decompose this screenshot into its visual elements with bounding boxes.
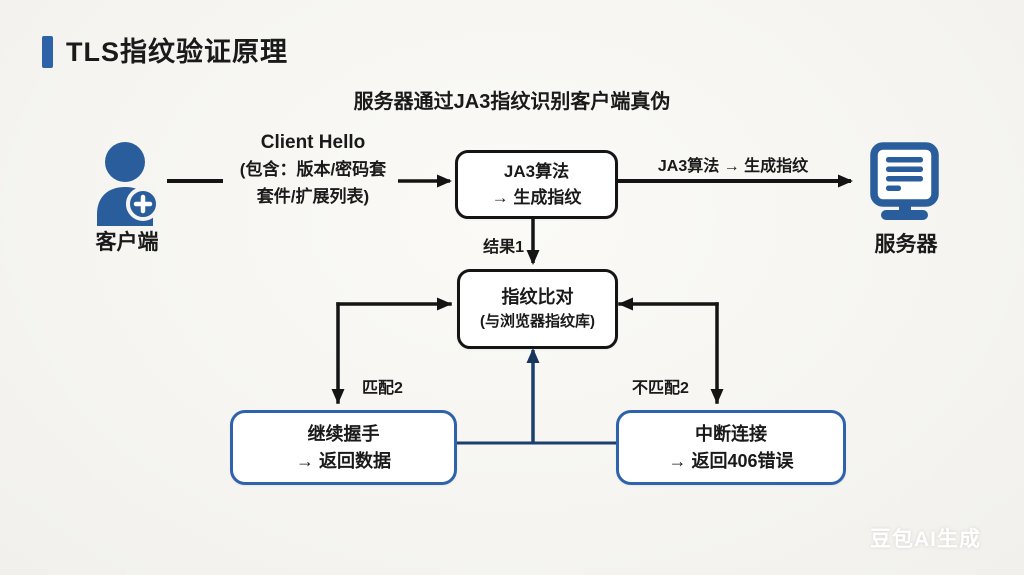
fingerprint-compare-node: 指纹比对 (与浏览器指纹库): [457, 269, 618, 349]
abort-node-line1: 中断连接: [695, 423, 767, 444]
ai-watermark: 豆包AI生成: [870, 528, 981, 551]
abort-node-line2: → 返回406错误: [668, 450, 794, 471]
compare-node-line2: (与浏览器指纹库): [480, 313, 595, 331]
client-hello-line2: (包含：版本/密码套: [239, 160, 387, 180]
server-label: 服务器: [874, 233, 938, 256]
ja3-to-server-arrow-label: JA3算法 → 生成指纹: [657, 158, 809, 175]
diagram-subtitle: 服务器通过JA3指纹识别客户端真伪: [353, 91, 671, 113]
ja3-node-line1: JA3算法: [503, 162, 570, 181]
continue-node-line1: 继续握手: [307, 423, 380, 444]
abort-connection-node: 中断连接 → 返回406错误: [616, 410, 846, 485]
ja3-node-line2: → 生成指纹: [491, 187, 582, 207]
title-accent-bar: [42, 36, 53, 68]
client-hello-line1: Client Hello: [260, 132, 366, 153]
user-plus-icon: [97, 142, 160, 226]
server-monitor-icon: [870, 142, 939, 220]
continue-handshake-node: 继续握手 → 返回数据: [230, 410, 457, 485]
no-match-branch-label: 不匹配2: [632, 380, 689, 397]
page-title: TLS指纹验证原理: [66, 37, 288, 67]
compare-node-line1: 指纹比对: [501, 287, 574, 308]
result-label: 结果1: [483, 239, 524, 256]
client-hello-line3: 套件/扩展列表): [256, 186, 370, 206]
match-branch-label: 匹配2: [362, 380, 403, 397]
client-label: 客户端: [95, 231, 159, 254]
continue-node-line2: → 返回数据: [295, 450, 391, 471]
ja3-algorithm-node: JA3算法 → 生成指纹: [455, 150, 618, 219]
client-hello-annotation: Client Hello (包含：版本/密码套 套件/扩展列表): [220, 128, 406, 210]
